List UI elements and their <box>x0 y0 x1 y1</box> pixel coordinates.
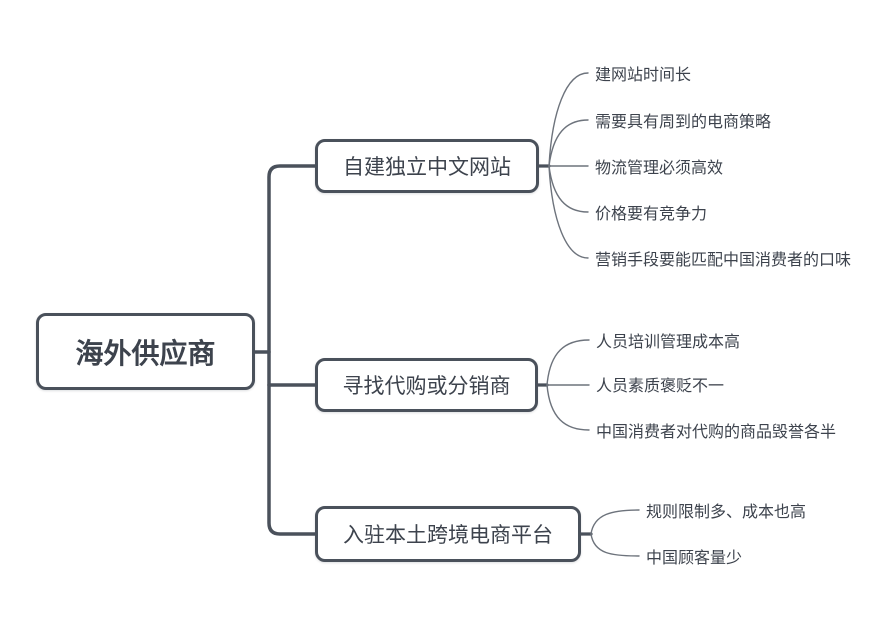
connector-branch3-leaf2 <box>590 533 640 557</box>
branch-node-label: 寻找代购或分销商 <box>342 375 511 398</box>
connector-branch1-leaf2 <box>548 119 589 167</box>
leaf-node[interactable]: 价格要有竞争力 <box>595 206 708 223</box>
branch-node-self-built-website[interactable]: 自建独立中文网站 <box>315 139 539 193</box>
branch-node-purchasing-agents[interactable]: 寻找代购或分销商 <box>315 358 538 412</box>
root-node[interactable]: 海外供应商 <box>36 313 255 390</box>
branch-node-label: 自建独立中文网站 <box>343 156 511 179</box>
connector-branch3-leaf1 <box>590 509 640 535</box>
leaf-node[interactable]: 物流管理必须高效 <box>595 160 724 177</box>
connector-branch2-leaf3 <box>546 384 590 431</box>
connector-branch1-leaf1 <box>548 72 589 167</box>
connector-trunk <box>267 164 317 536</box>
connector-branch2-leaf1 <box>546 339 590 386</box>
leaf-node[interactable]: 规则限制多、成本也高 <box>646 504 807 521</box>
connector-branch1-leaf4 <box>548 165 589 213</box>
leaf-node[interactable]: 中国顾客量少 <box>646 550 743 567</box>
leaf-node[interactable]: 人员培训管理成本高 <box>596 334 741 351</box>
leaf-node[interactable]: 营销手段要能匹配中国消费者的口味 <box>595 252 852 269</box>
leaf-node[interactable]: 中国消费者对代购的商品毁誉各半 <box>596 424 837 441</box>
leaf-node[interactable]: 人员素质褒贬不一 <box>596 378 725 395</box>
leaf-node[interactable]: 建网站时间长 <box>595 67 692 84</box>
connector-branch1-leaf5 <box>548 165 589 259</box>
branch-node-label: 入驻本土跨境电商平台 <box>343 524 553 547</box>
branch-node-local-platform[interactable]: 入驻本土跨境电商平台 <box>315 506 581 562</box>
leaf-node[interactable]: 需要具有周到的电商策略 <box>595 114 772 131</box>
root-node-label: 海外供应商 <box>75 337 216 369</box>
